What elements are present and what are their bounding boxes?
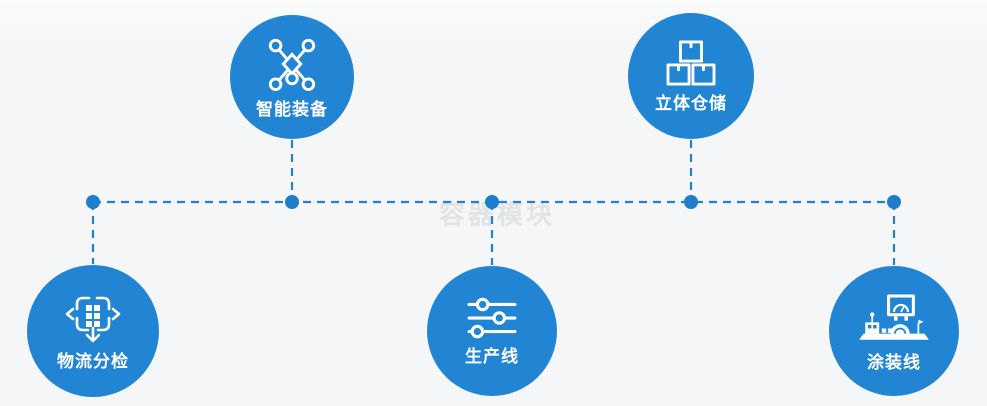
node-vertical-warehouse[interactable]: 立体仓储 — [628, 13, 754, 139]
node-label: 物流分检 — [57, 352, 129, 371]
control-station-icon — [859, 294, 929, 340]
node-smart-equipment[interactable]: 智能装备 — [230, 15, 354, 139]
network-nodes-icon — [268, 38, 316, 92]
stacked-boxes-icon — [666, 40, 716, 86]
node-label: 立体仓储 — [655, 94, 727, 113]
junction-dot — [485, 195, 499, 209]
dispatch-arrows-icon — [65, 296, 121, 343]
node-logistics-sorting[interactable]: 物流分检 — [27, 265, 159, 397]
junction-dot — [887, 195, 901, 209]
node-label: 生产线 — [465, 347, 519, 366]
node-coating-line[interactable]: 涂装线 — [829, 266, 959, 396]
junction-dot — [86, 195, 100, 209]
node-label: 涂装线 — [867, 353, 921, 372]
node-label: 智能装备 — [256, 100, 328, 119]
junction-dot — [285, 195, 299, 209]
sliders-icon — [467, 297, 517, 339]
node-production-line[interactable]: 生产线 — [427, 266, 557, 396]
junction-dot — [684, 195, 698, 209]
